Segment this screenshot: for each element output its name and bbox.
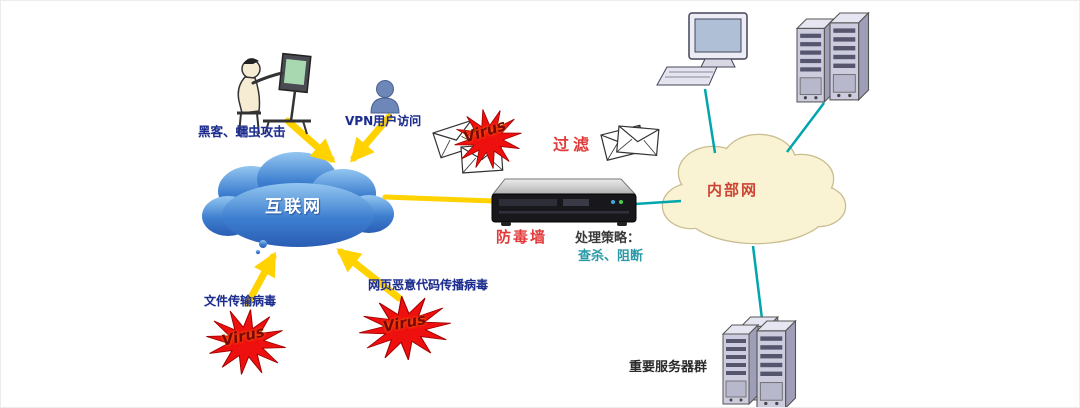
strategy-title: 处理策略： — [575, 231, 641, 246]
strategy-detail: 查杀、阻断 — [578, 249, 644, 264]
attack-arrows — [244, 113, 403, 307]
web-virus-label: 网页恶意代码传播病毒 — [368, 278, 489, 292]
server-tower-icon — [756, 320, 797, 407]
firewall-appliance-icon — [491, 178, 637, 226]
internet-cloud-icon — [202, 152, 394, 255]
server-tower-icon — [829, 12, 870, 101]
internet-label: 互联网 — [265, 197, 322, 217]
network-links — [634, 88, 825, 320]
hacker-attack-label: 黑客、蠕虫攻击 — [198, 124, 286, 139]
intranet-label: 内部网 — [707, 181, 759, 199]
vpn-user-icon — [370, 80, 400, 114]
file-virus-label: 文件传输病毒 — [204, 294, 277, 308]
server-group-label: 重要服务器群 — [629, 360, 708, 375]
server-tower-icon — [722, 324, 759, 405]
workstation-icon — [656, 12, 748, 86]
intranet-cloud-icon — [661, 133, 847, 245]
internet-firewall-link — [382, 194, 496, 204]
server-tower-icon — [796, 18, 835, 103]
filter-label: 过滤 — [553, 135, 594, 154]
envelope-icon — [616, 125, 660, 156]
vpn-access-label: VPN用户访问 — [345, 114, 422, 128]
hacker-icon — [237, 52, 312, 135]
firewall-label: 防毒墙 — [496, 228, 548, 246]
